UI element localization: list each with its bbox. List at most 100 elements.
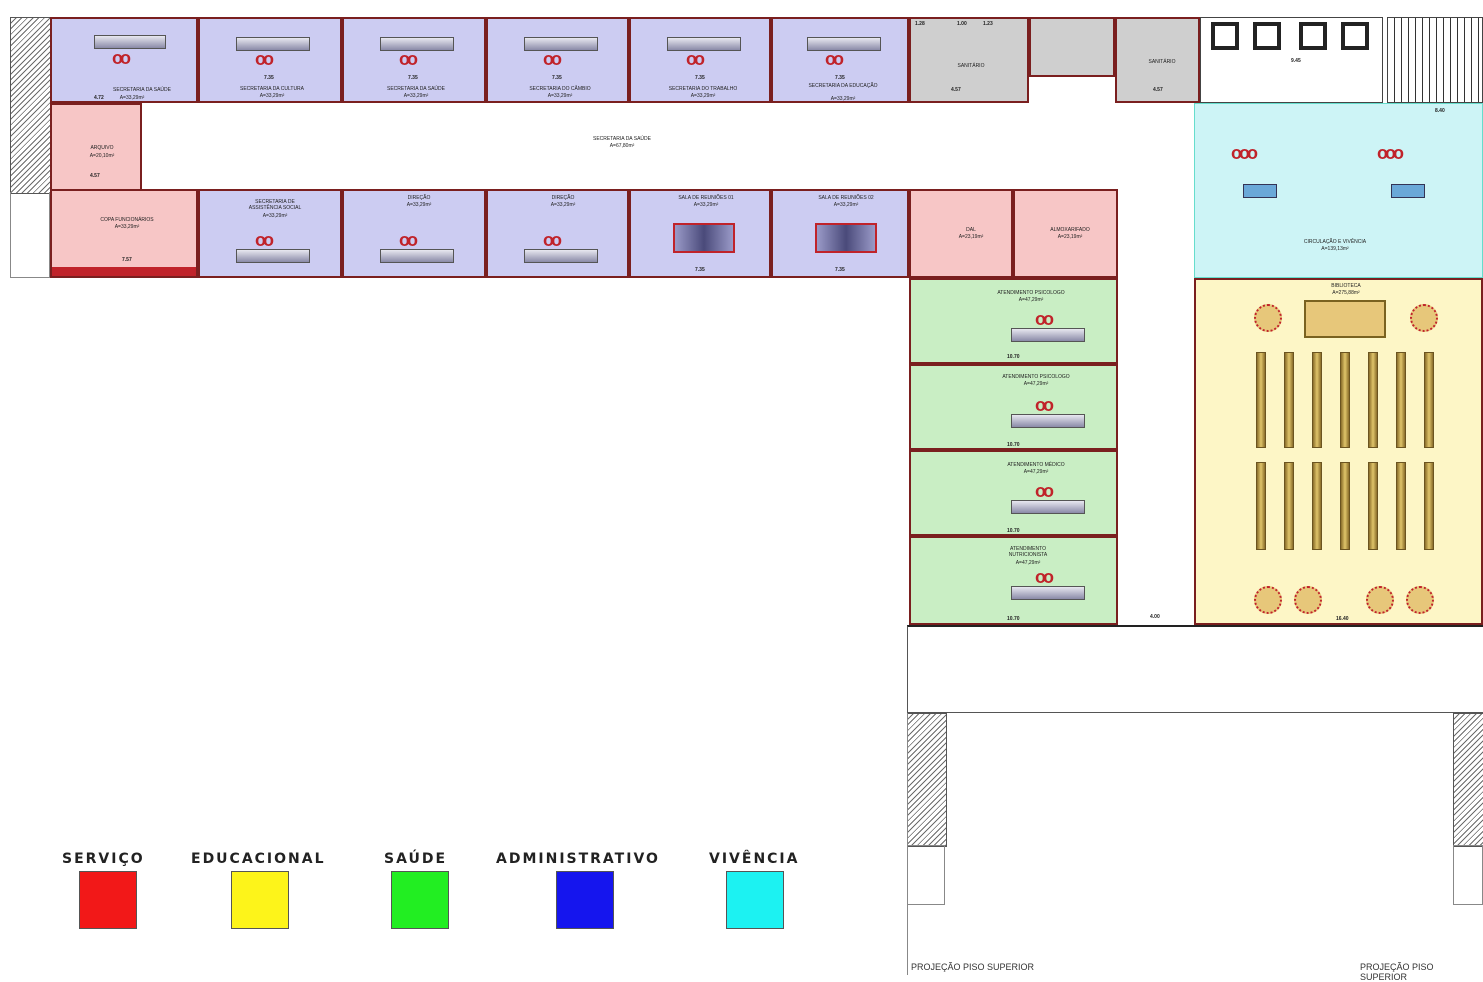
elevator-3: [1299, 22, 1327, 50]
legend-swatch-educacional: [231, 871, 289, 929]
room-label: ATENDIMENTO NUTRICIONISTA: [1008, 546, 1048, 558]
bookshelf: [1424, 462, 1434, 550]
room-area: A=47,29m²: [1023, 469, 1049, 475]
reading-table: [1366, 586, 1394, 614]
desk: [236, 249, 310, 263]
legend-swatch-administrativo: [556, 871, 614, 929]
room-label: SALA DE REUNIÕES 02: [818, 195, 874, 201]
room-area: A=33,29m²: [403, 93, 429, 99]
chairs-icon: oo: [543, 49, 562, 69]
room-label: SECRETARIA DA SAÚDE: [113, 87, 171, 93]
bookshelf: [1312, 462, 1322, 550]
sofa-chairs-icon: ooo: [1231, 143, 1258, 163]
legend-swatch-saude: [391, 871, 449, 929]
reading-table: [1406, 586, 1434, 614]
room-area: A=47,29m²: [1018, 297, 1044, 303]
room-area: A=139,13m²: [1321, 246, 1349, 252]
projection-label-left: PROJEÇÃO PISO SUPERIOR: [911, 962, 1035, 972]
room-dim: 4.72: [94, 95, 104, 101]
wall-outline-left: [10, 192, 50, 278]
room-reunioes-2: SALA DE REUNIÕES 02 A=33,29m² 7.35: [771, 189, 909, 278]
room-dim: 7.35: [695, 267, 705, 273]
legend-label-administrativo: ADMINISTRATIVO: [496, 851, 660, 867]
room-dim: 10.70: [1007, 354, 1020, 360]
room-dim: 7.35: [695, 75, 705, 81]
reading-table: [1254, 586, 1282, 614]
projection-line-left: [907, 713, 908, 975]
chairs-icon: oo: [399, 49, 418, 69]
elevator-4: [1341, 22, 1369, 50]
room-dim: 16.40: [1336, 616, 1349, 622]
room-dim: 7.35: [835, 75, 845, 81]
corridor-label: SECRETARIA DA SAÚDE: [593, 136, 651, 142]
stair-dim: 9.45: [1291, 58, 1301, 64]
reading-table: [1410, 304, 1438, 332]
room-area: A=33,29m²: [259, 93, 285, 99]
wall-hatch-bottom-right: [1453, 713, 1483, 847]
room-secretaria-cambio: oo 7.35 SECRETARIA DO CÂMBIO A=33,29m²: [486, 17, 629, 103]
room-assistencia-social: SECRETARIA DE ASSISTÊNCIA SOCIAL A=33,29…: [198, 189, 342, 278]
room-sanitario-fem: SANITÁRIO 4.57: [1115, 17, 1200, 103]
bookshelf: [1396, 462, 1406, 550]
room-label: BIBLIOTECA: [1331, 283, 1361, 289]
wall-hatch-bottom-left: [907, 713, 947, 847]
chairs-icon: oo: [399, 230, 418, 250]
corridor: SECRETARIA DA SAÚDE A=67,80m²: [142, 103, 1194, 189]
desk: [1011, 328, 1085, 342]
room-direcao-2: DIREÇÃO A=33,29m² oo: [486, 189, 629, 278]
room-label: ATENDIMENTO PSICOLOGO: [997, 290, 1065, 296]
desk: [524, 37, 598, 51]
room-dim: 7.57: [122, 257, 132, 263]
room-circulacao-vivencia: 8.40 ooo ooo CIRCULAÇÃO E VIVÊNCIA A=139…: [1194, 103, 1483, 278]
bookshelf: [1368, 352, 1378, 448]
chairs-icon: oo: [1035, 481, 1054, 501]
chairs-icon: oo: [1035, 309, 1054, 329]
bookshelf: [1284, 352, 1294, 448]
room-secretaria-educacao: oo 7.35 SECRETARIA DA EDUCAÇÃO A=33,29m²: [771, 17, 909, 103]
chairs-icon: oo: [1035, 395, 1054, 415]
desk: [667, 37, 741, 51]
chairs-icon: oo: [825, 49, 844, 69]
meeting-table: [815, 223, 877, 253]
wc-dim-2: 1.00: [957, 21, 967, 27]
room-dim: 8.40: [1435, 108, 1445, 114]
room-copa-funcionarios: COPA FUNCIONÁRIOS A=33,29m² 7.57: [50, 189, 198, 278]
room-label: SECRETARIA DO CÂMBIO: [529, 86, 591, 92]
room-direcao-1: DIREÇÃO A=33,29m² oo: [342, 189, 486, 278]
projection-label-right: PROJEÇÃO PISO SUPERIOR: [1360, 962, 1434, 982]
room-label: ATENDIMENTO MÉDICO: [1007, 462, 1065, 468]
room-label: CIRCULAÇÃO E VIVÊNCIA: [1303, 239, 1367, 245]
room-area: A=33,29m²: [119, 95, 145, 101]
room-sanitario-masc: SANITÁRIO 4.57 1.28 1.00 1.23: [909, 17, 1029, 103]
legend-label-vivencia: VIVÊNCIA: [709, 851, 800, 867]
upper-floor-projection-band: [907, 625, 1483, 713]
desk: [1011, 414, 1085, 428]
room-label: SECRETARIA DO TRABALHO: [668, 86, 738, 92]
room-label: SANITÁRIO: [957, 63, 985, 69]
room-almoxarifado: ALMOXARIFADO A=23,19m²: [1013, 189, 1118, 278]
legend-swatch-vivencia: [726, 871, 784, 929]
elevator-1: [1211, 22, 1239, 50]
corridor-area: A=67,80m²: [609, 143, 635, 149]
room-atendimento-medico: ATENDIMENTO MÉDICO A=47,29m² oo 10.70: [909, 450, 1118, 536]
room-area: A=33,29m²: [830, 96, 856, 102]
desk: [524, 249, 598, 263]
room-atendimento-psicologo-1: ATENDIMENTO PSICOLOGO A=47,29m² oo 10.70: [909, 278, 1118, 364]
bookshelf: [1396, 352, 1406, 448]
reading-table: [1254, 304, 1282, 332]
coffee-table: [1391, 184, 1425, 198]
reading-table: [1294, 586, 1322, 614]
room-area: A=33,29m²: [262, 213, 288, 219]
room-dim: 10.70: [1007, 528, 1020, 534]
bookshelf: [1424, 352, 1434, 448]
room-area: A=23,19m²: [1057, 234, 1083, 240]
room-area: A=33,29m²: [833, 202, 859, 208]
room-label: DIREÇÃO: [407, 195, 431, 201]
coffee-table: [1243, 184, 1277, 198]
room-label: SECRETARIA DA CULTURA: [240, 86, 304, 92]
room-label: SECRETARIA DE ASSISTÊNCIA SOCIAL: [248, 199, 302, 211]
desk: [1011, 500, 1085, 514]
room-area: A=33,29m²: [690, 93, 716, 99]
room-dim: 7.35: [835, 267, 845, 273]
chairs-icon: oo: [255, 230, 274, 250]
